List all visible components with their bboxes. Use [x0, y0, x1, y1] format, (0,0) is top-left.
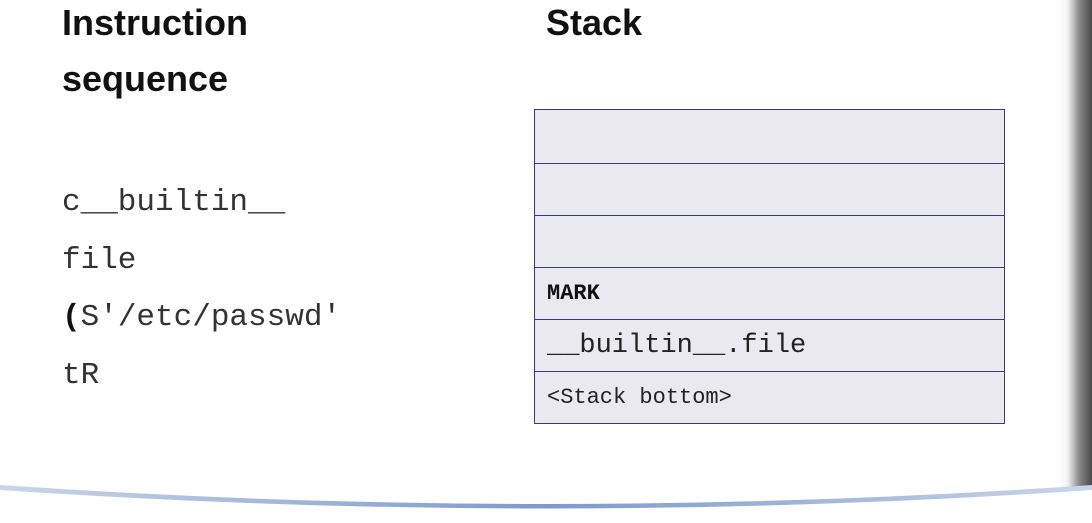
- stack-cell-empty: [535, 110, 1004, 163]
- instruction-text: file: [62, 242, 137, 278]
- stack-cell-builtin-file: __builtin__.file: [535, 319, 1004, 371]
- instruction-line: tR: [62, 347, 341, 405]
- stack-cell-empty: [535, 163, 1004, 215]
- instruction-heading-line1: Instruction: [62, 2, 248, 43]
- stack-diagram: MARK __builtin__.file <Stack bottom>: [534, 109, 1005, 424]
- instruction-list: c__builtin__ file (S'/etc/passwd' tR: [62, 174, 341, 404]
- stack-cell-empty: [535, 215, 1004, 267]
- instruction-heading-line2: sequence: [62, 58, 229, 99]
- instruction-text: S'/etc/passwd': [80, 300, 342, 335]
- instruction-line: c__builtin__: [62, 174, 341, 232]
- stack-cell-bottom: <Stack bottom>: [535, 371, 1004, 423]
- instruction-text: c__builtin__: [62, 185, 286, 220]
- decorative-swoosh: [0, 485, 1092, 523]
- instruction-line: (S'/etc/passwd': [62, 289, 341, 347]
- slide-edge-shadow: [1058, 0, 1092, 523]
- instruction-text: tR: [62, 357, 100, 393]
- stack-cell-mark: MARK: [535, 267, 1004, 319]
- instruction-line: file: [62, 232, 341, 290]
- instruction-opcode-bold: (: [62, 300, 81, 335]
- stack-heading: Stack: [546, 2, 643, 43]
